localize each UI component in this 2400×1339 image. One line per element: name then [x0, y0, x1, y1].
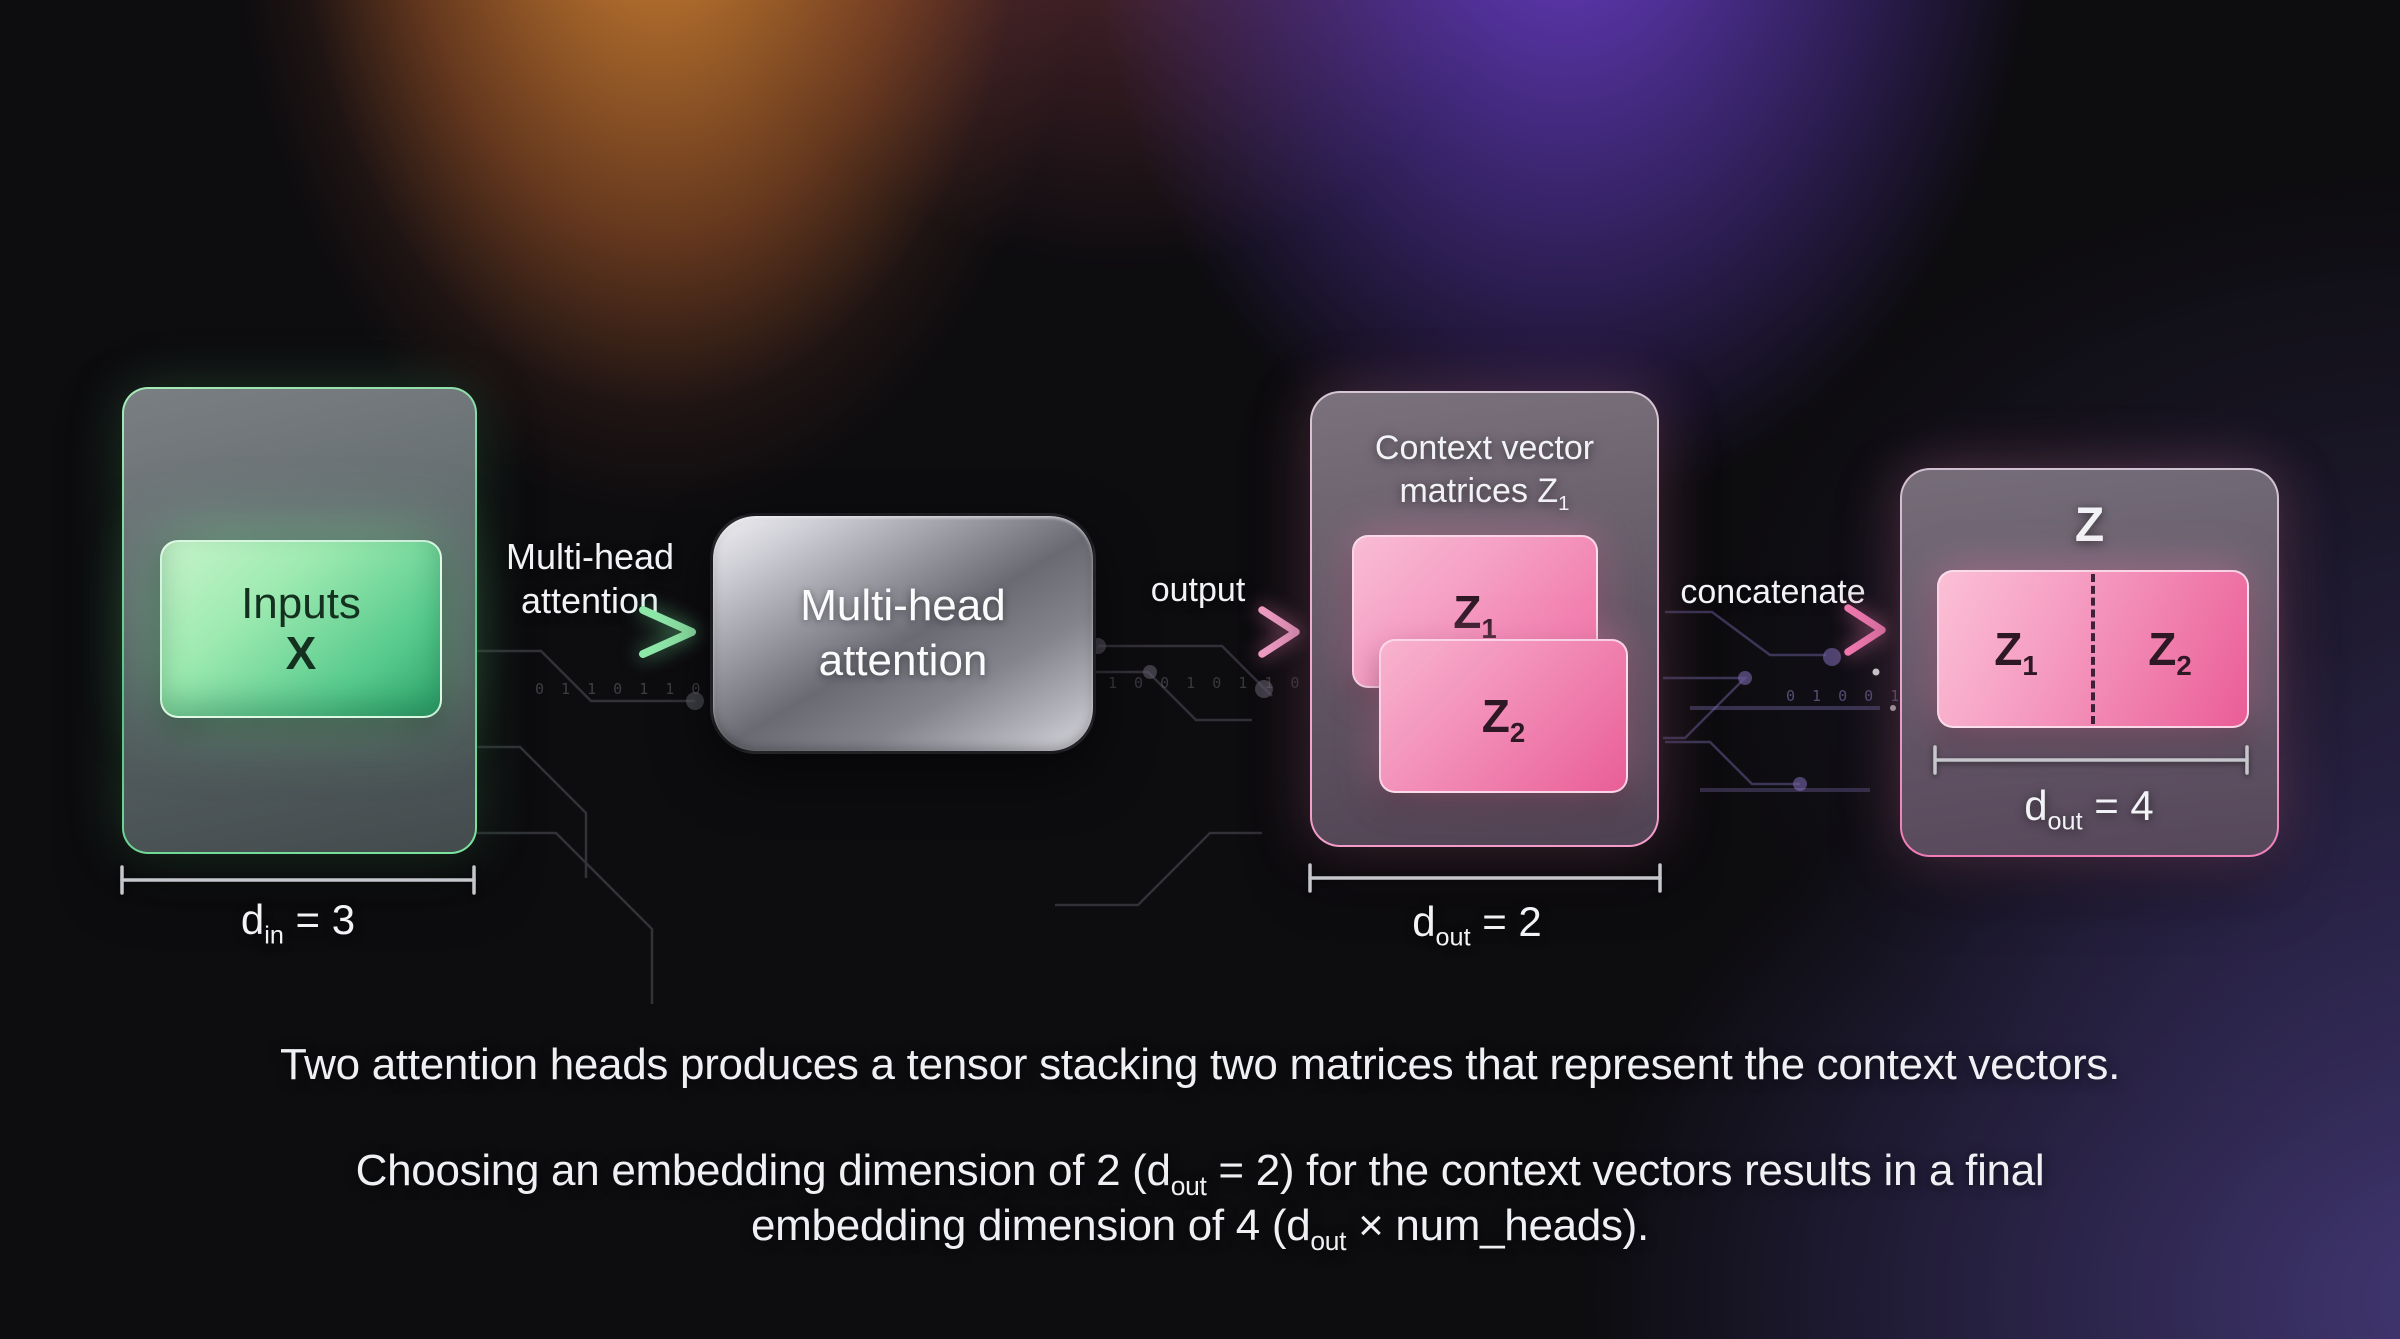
- caption-line-3: embedding dimension of 4 (dout × num_hea…: [751, 1201, 1649, 1256]
- inputs-container-box: Inputs X: [122, 387, 477, 854]
- d-out-4-dimension-label: dout = 4: [2024, 782, 2154, 836]
- binary-digits-decoration-middle: 1 0 0 1 0 1 1 0: [1108, 674, 1303, 692]
- z2-half: Z2: [2093, 572, 2247, 726]
- d-in-measure-line: [120, 865, 476, 895]
- d-in-dimension-label: din = 3: [240, 896, 356, 950]
- z-box-title: Z: [2074, 499, 2105, 552]
- d-out-2-measure-line: [1308, 863, 1662, 893]
- z2-matrix-box: Z2: [1379, 639, 1628, 793]
- z1-half: Z1: [1939, 572, 2093, 726]
- z1-matrix-label: Z1: [1453, 585, 1497, 644]
- concatenate-arrow-right-icon: [1675, 604, 1886, 656]
- output-arrow-right-icon: [1104, 606, 1300, 658]
- z2-concat-label: Z2: [2148, 623, 2192, 682]
- concatenation-divider-dashed-line: [2091, 574, 2095, 724]
- mha-arrow-label: Multi-head attention: [505, 536, 675, 621]
- green-arrow-right-icon: [487, 606, 696, 658]
- concatenate-arrow-label: concatenate: [1680, 573, 1866, 611]
- d-out-2-dimension-label: dout = 2: [1412, 898, 1542, 952]
- d-out-4-measure-line: [1933, 745, 2249, 775]
- output-arrow-label: output: [1150, 571, 1246, 609]
- final-z-tensor-box: Z Z1 Z2 dout = 4: [1900, 468, 2279, 857]
- z2-matrix-label: Z2: [1481, 690, 1526, 749]
- inputs-matrix-box: Inputs X: [160, 540, 442, 718]
- z1-concat-label: Z1: [1994, 623, 2038, 682]
- binary-digits-decoration-left: 0 1 1 0 1 1 0: [535, 680, 704, 698]
- caption-line-1: Two attention heads produces a tensor st…: [279, 1040, 2121, 1089]
- inputs-label: Inputs: [241, 578, 361, 628]
- concatenated-z-matrix-box: Z1 Z2: [1937, 570, 2249, 728]
- multi-head-attention-box: Multi-head attention: [710, 513, 1096, 754]
- inputs-symbol: X: [285, 626, 317, 679]
- caption-line-2: Choosing an embedding dimension of 2 (do…: [355, 1146, 2045, 1201]
- context-vector-matrices-box: Context vector matrices Z1 Z1 Z2: [1310, 391, 1659, 847]
- context-box-title: Context vector matrices Z1: [1374, 429, 1595, 515]
